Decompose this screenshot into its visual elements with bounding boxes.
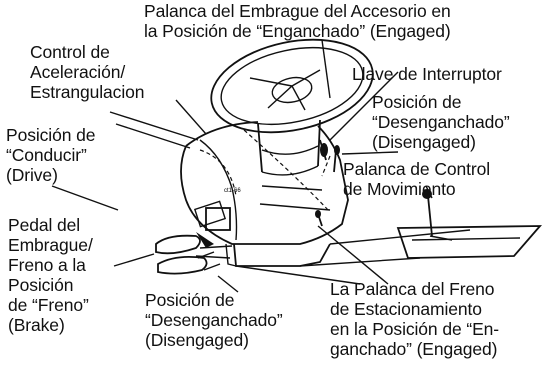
label-motion-control-lever: Palanca de Control de Movimiento (343, 159, 491, 199)
leader-ignition-key (329, 71, 399, 141)
parking-brake-lever (315, 210, 323, 227)
leader-throttle (175, 99, 207, 135)
steering-wheel (210, 38, 374, 134)
motion-control-lever (396, 189, 542, 259)
attachment-clutch-lever (321, 145, 340, 177)
figure-code: ct1-66 (224, 188, 241, 194)
leader-pedal (113, 253, 155, 267)
tractor-body (109, 111, 471, 285)
label-clutch-brake-pedal: Pedal del Embrague/ Freno a la Posición … (8, 215, 93, 335)
leader-disengaged-right (341, 151, 399, 155)
label-parking-brake-engaged: La Palanca del Freno de Estacionamiento … (330, 279, 500, 359)
leader-disengaged-bottom (217, 275, 239, 293)
label-ignition-key: Llave de Interruptor (352, 64, 502, 84)
leader-parking-brake (317, 225, 389, 285)
label-attachment-clutch-engaged: Palanca del Embrague del Accesorio en la… (144, 1, 451, 41)
clutch-brake-pedal (155, 207, 231, 275)
label-disengaged-position-bottom: Posición de “Desenganchado” (Disengaged) (145, 290, 283, 350)
leader-lines (51, 39, 433, 293)
label-throttle-choke: Control de Aceleración/ Estrangulacion (30, 42, 145, 102)
steering-column (257, 119, 321, 176)
label-drive-position: Posición de “Conducir” (Drive) (6, 125, 96, 185)
leader-attachment-clutch (321, 39, 331, 99)
label-disengaged-position-right: Posición de “Desenganchado” (Disengaged) (372, 92, 510, 152)
console-decal: ct1-66 (193, 188, 241, 228)
leader-motion-control (425, 185, 433, 199)
ignition-key (319, 139, 328, 161)
leader-drive (51, 185, 119, 211)
